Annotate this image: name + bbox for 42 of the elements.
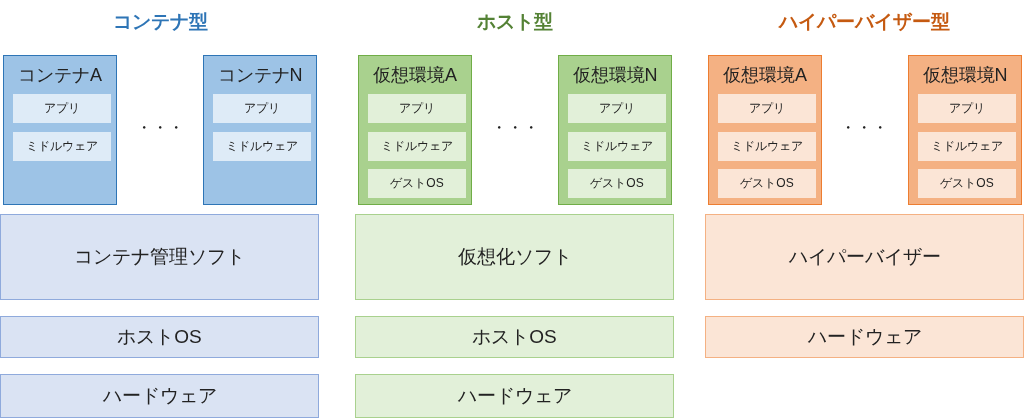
component-box: ミドルウェア bbox=[212, 131, 312, 162]
column-title: ホスト型 bbox=[477, 10, 553, 34]
ellipsis: ・・・ bbox=[840, 118, 888, 138]
container-box bbox=[3, 55, 117, 205]
box-heading: コンテナN bbox=[216, 64, 304, 87]
layer-box: ハードウェア bbox=[705, 316, 1024, 358]
layer-box: ホストOS bbox=[355, 316, 674, 358]
component-box: アプリ bbox=[12, 93, 112, 124]
column-title: コンテナ型 bbox=[112, 10, 208, 34]
component-box: ゲストOS bbox=[367, 168, 467, 199]
column-title: ハイパーバイザー型 bbox=[778, 10, 950, 34]
box-heading: 仮想環境N bbox=[571, 64, 659, 87]
virtual-machine-box bbox=[558, 55, 672, 205]
component-box: ミドルウェア bbox=[367, 131, 467, 162]
component-box: ゲストOS bbox=[717, 168, 817, 199]
component-box: ミドルウェア bbox=[12, 131, 112, 162]
box-heading: コンテナA bbox=[17, 64, 103, 87]
component-box: ゲストOS bbox=[567, 168, 667, 199]
component-box: アプリ bbox=[567, 93, 667, 124]
layer-box: 仮想化ソフト bbox=[355, 214, 674, 300]
component-box: アプリ bbox=[212, 93, 312, 124]
component-box: アプリ bbox=[717, 93, 817, 124]
layer-box: ハードウェア bbox=[355, 374, 674, 418]
component-box: ミドルウェア bbox=[717, 131, 817, 162]
component-box: ミドルウェア bbox=[567, 131, 667, 162]
box-heading: 仮想環境A bbox=[372, 64, 458, 87]
container-box bbox=[203, 55, 317, 205]
layer-box: ハイパーバイザー bbox=[705, 214, 1024, 300]
layer-box: ホストOS bbox=[0, 316, 319, 358]
component-box: アプリ bbox=[917, 93, 1017, 124]
component-box: アプリ bbox=[367, 93, 467, 124]
component-box: ミドルウェア bbox=[917, 131, 1017, 162]
layer-box: コンテナ管理ソフト bbox=[0, 214, 319, 300]
box-heading: 仮想環境N bbox=[921, 64, 1009, 87]
ellipsis: ・・・ bbox=[491, 118, 539, 138]
ellipsis: ・・・ bbox=[136, 118, 184, 138]
layer-box: ハードウェア bbox=[0, 374, 319, 418]
virtual-machine-box bbox=[358, 55, 472, 205]
component-box: ゲストOS bbox=[917, 168, 1017, 199]
virtual-machine-box bbox=[708, 55, 822, 205]
virtual-machine-box bbox=[908, 55, 1022, 205]
box-heading: 仮想環境A bbox=[722, 64, 808, 87]
